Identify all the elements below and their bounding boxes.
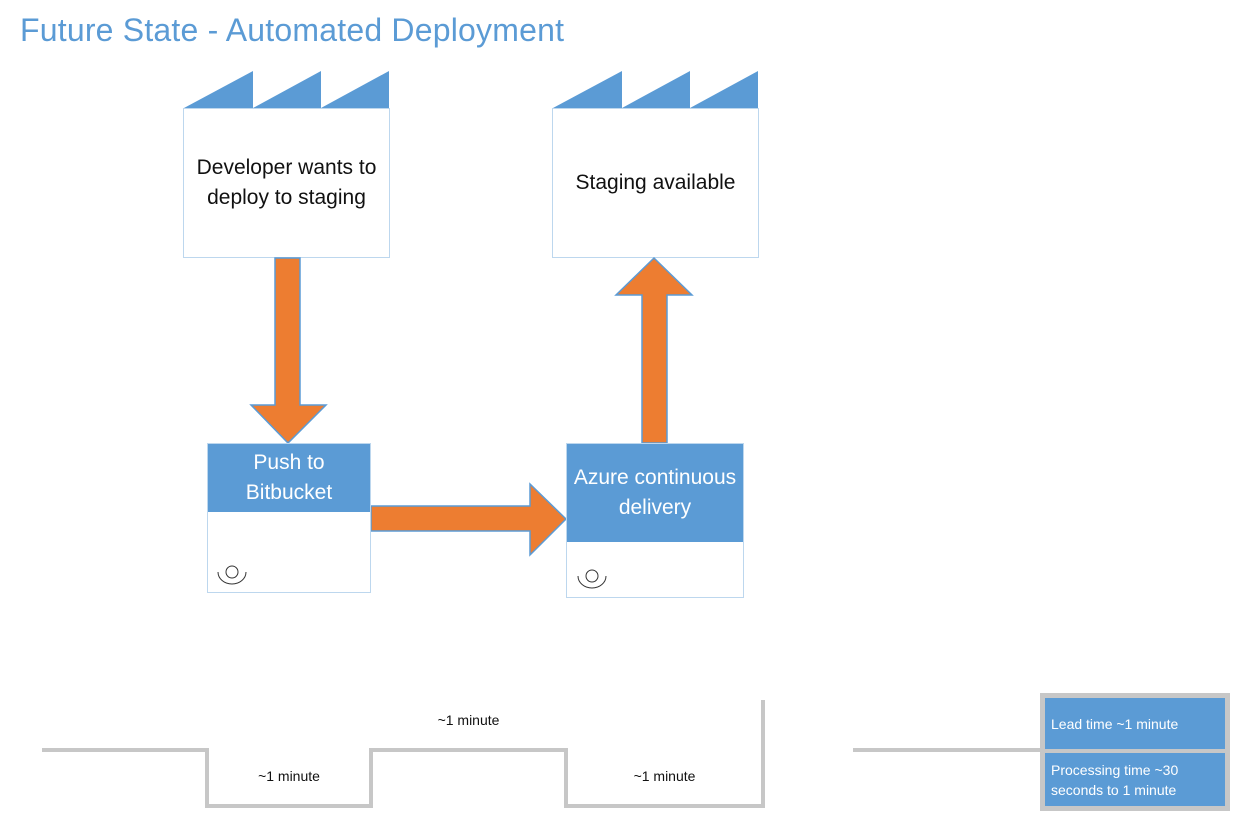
process-step-azure: Azure continuous delivery	[566, 443, 744, 598]
arrow-down-icon	[249, 257, 328, 445]
operator-icon	[217, 565, 247, 585]
timeline-process-time-1: ~1 minute	[258, 768, 320, 784]
arrow-up-icon	[614, 256, 694, 444]
customer-factory-roof-icon	[553, 71, 758, 108]
timeline-process-time-2: ~1 minute	[633, 768, 696, 784]
step-azure-label: Azure continuous delivery	[567, 444, 743, 542]
lead-time-label: Lead time ~1 minute	[1045, 698, 1225, 749]
process-step-push: Push to Bitbucket	[207, 443, 371, 593]
supplier-label: Developer wants to deploy to staging	[196, 156, 377, 209]
timeline-wait-time: ~1 minute	[437, 712, 500, 728]
step-push-label: Push to Bitbucket	[208, 444, 370, 512]
page-title: Future State - Automated Deployment	[20, 12, 565, 48]
supplier-box: Developer wants to deploy to staging	[183, 108, 390, 258]
arrow-right-icon	[370, 482, 568, 557]
timeline-summary-box: Lead time ~1 minute Processing time ~30 …	[1040, 693, 1230, 811]
customer-box: Staging available	[552, 108, 759, 258]
supplier-factory-roof-icon	[184, 71, 389, 108]
customer-label: Staging available	[575, 171, 736, 194]
processing-time-label: Processing time ~30 seconds to 1 minute	[1045, 753, 1225, 806]
operator-icon	[577, 569, 607, 589]
